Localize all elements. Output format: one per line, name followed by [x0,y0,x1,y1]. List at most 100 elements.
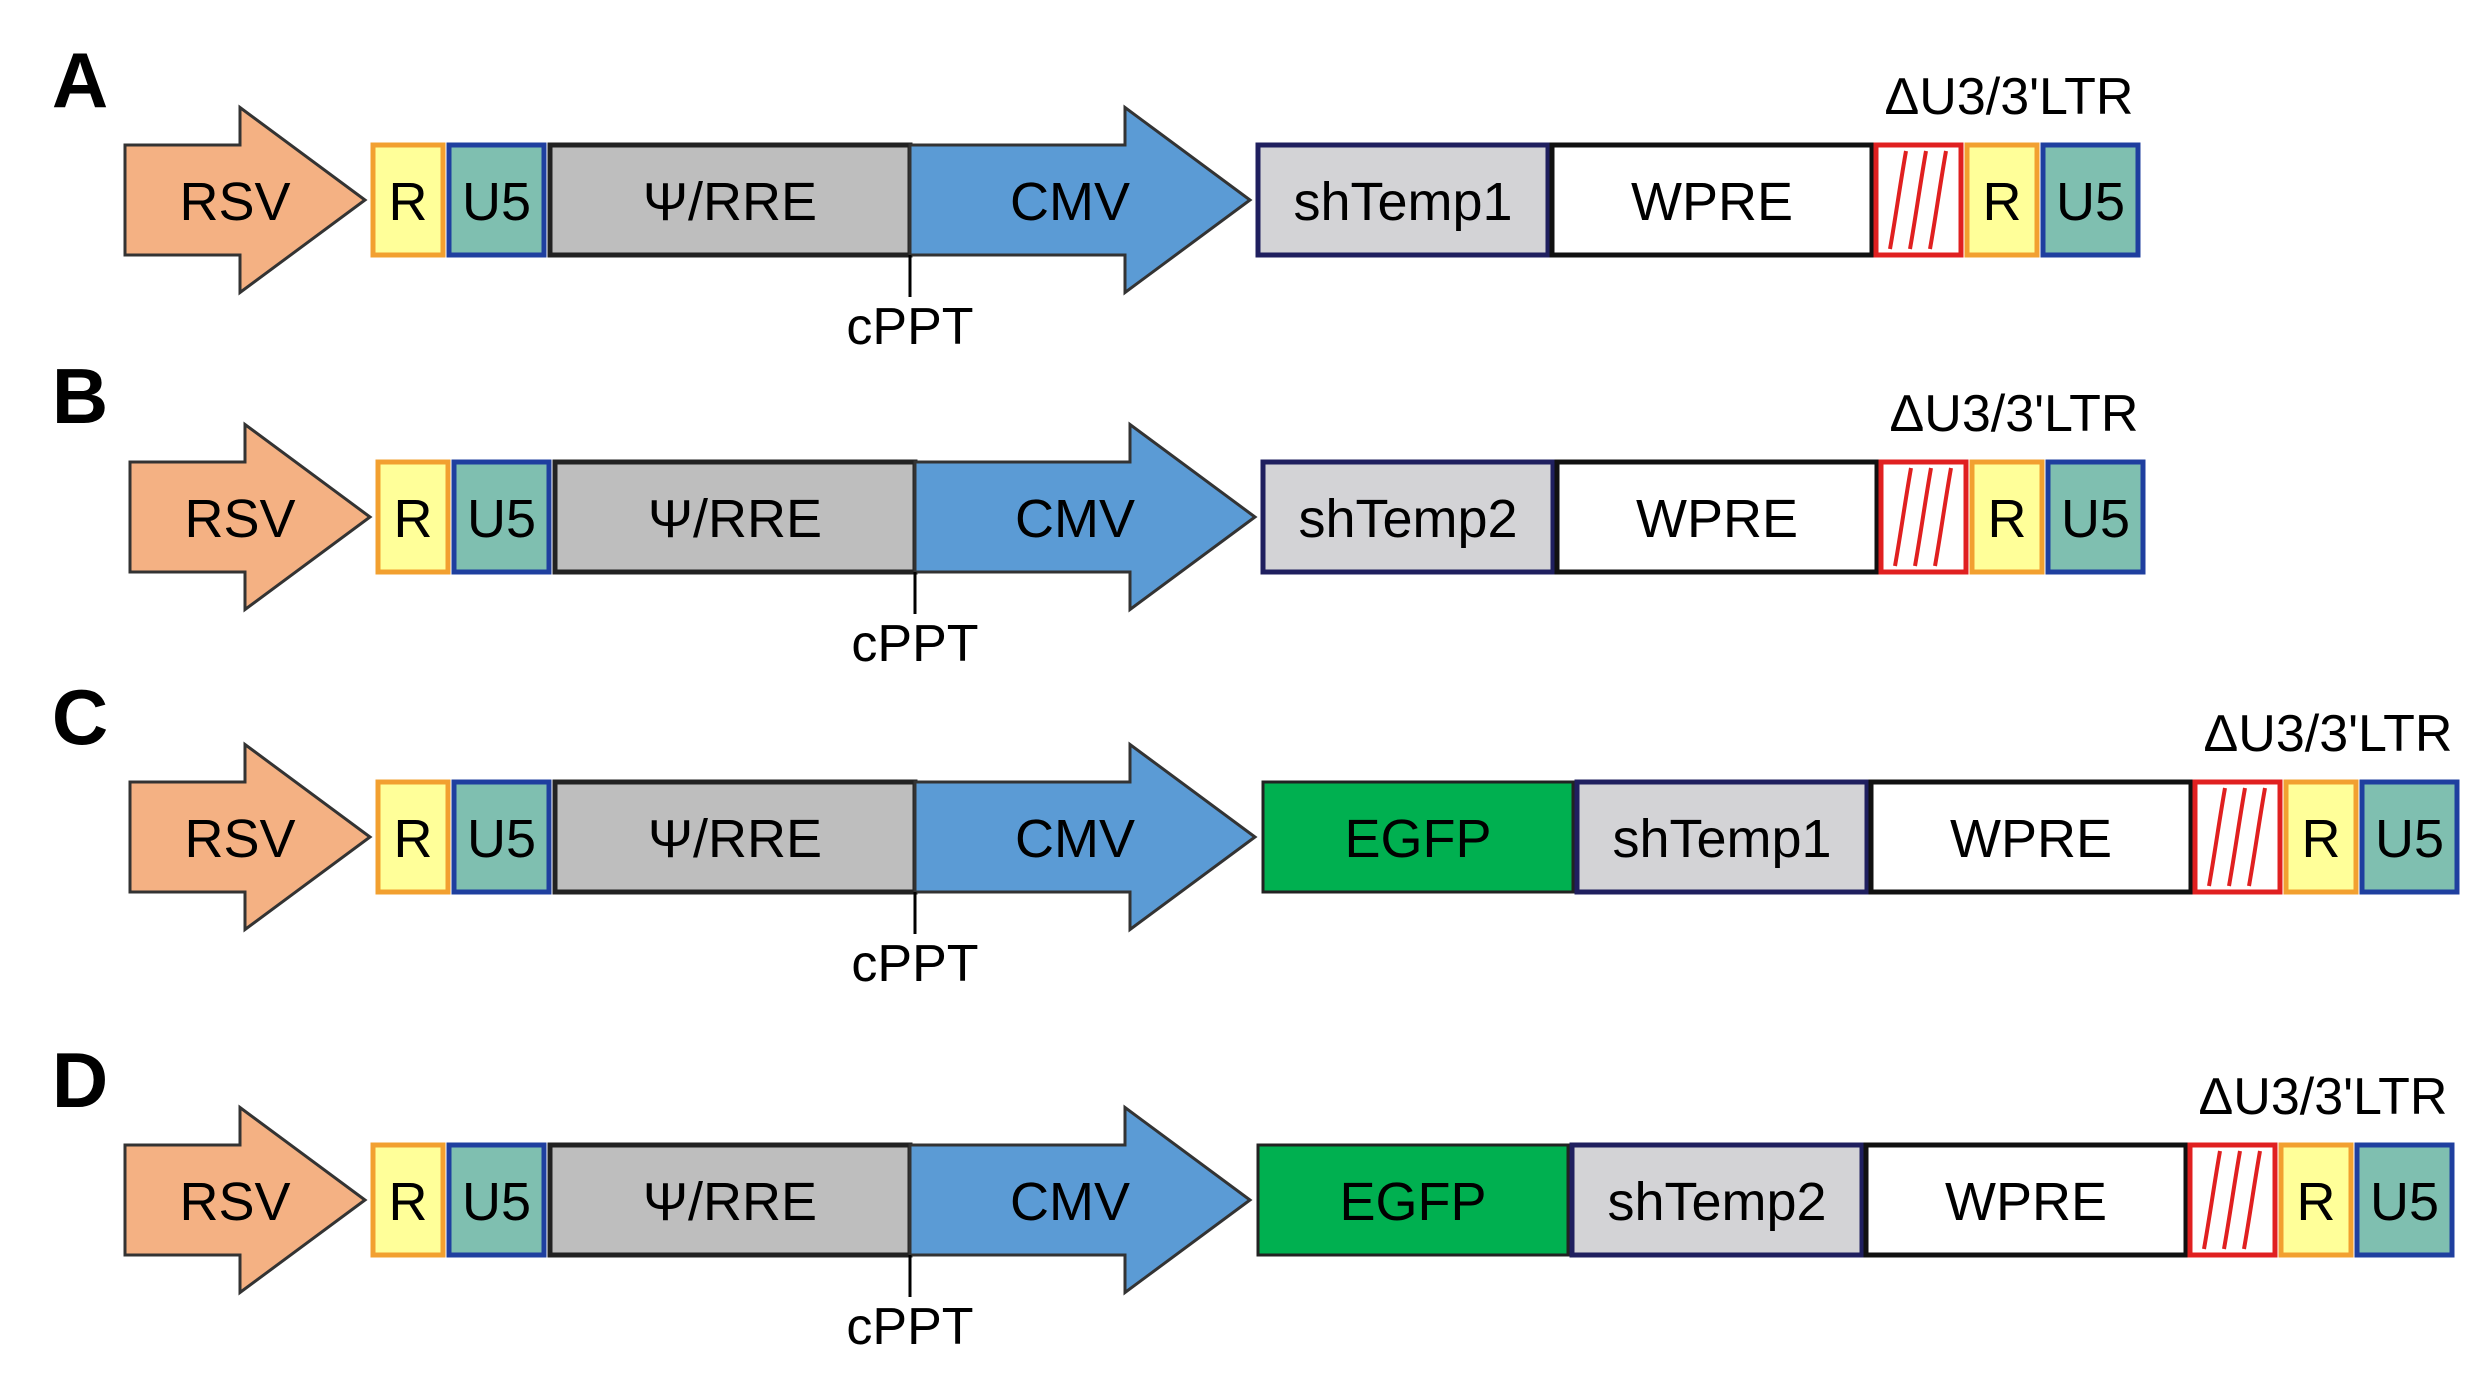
segment-rsv-arrow [123,1104,368,1296]
segment-u5-box [446,1142,547,1258]
cppt-label: cPPT [851,935,978,993]
segment-psi-label: Ψ/RRE [648,489,822,549]
segment-r-label: R [394,809,433,869]
segment-r-label: R [2297,1172,2336,1232]
deletion-mark-icon [2247,787,2267,887]
segment-r-label: R [2302,809,2341,869]
segment-cmv-label: CMV [1010,1172,1130,1232]
segment-rsv-label: RSV [179,172,290,232]
segment-shtemp-box [1574,779,1870,895]
deletion-mark-icon [2242,1150,2262,1250]
deletion-mark-icon [1913,467,1933,567]
segment-cmv-arrow [908,104,1253,296]
segment-r-label: R [1983,172,2022,232]
segment-egfp-box [1256,1143,1570,1257]
segment-u5-label: U5 [2370,1172,2439,1232]
segment-shtemp-box [1260,459,1556,575]
segment-u5-label: U5 [462,172,531,232]
ltr-label: ΔU3/3'LTR [2204,705,2453,763]
construct-d: D RSV R U5 Ψ/RRE CMV EGFP shTemp2 WPRE R U5 cPPT ΔU3… [52,1036,2455,1356]
segment-psi-label: Ψ/RRE [643,172,817,232]
segment-r-box [2278,1142,2354,1258]
segment-psi-label: Ψ/RRE [643,1172,817,1232]
segment-wpre-label: WPRE [1950,809,2112,869]
segment-wpre-box [1554,459,1880,575]
segment-r-label: R [389,1172,428,1232]
segment-u5-box [2045,459,2146,575]
deletion-mark-icon [1933,467,1953,567]
segment-cmv-label: CMV [1015,809,1135,869]
deletion-mark-icon [2222,1150,2242,1250]
panel-label: B [52,352,108,440]
segment-r-box [2283,779,2359,895]
segment-rsv-arrow [123,104,368,296]
segment-egfp-label: EGFP [1344,809,1491,869]
deletion-mark-icon [2227,787,2247,887]
segment-egfp-label: EGFP [1339,1172,1486,1232]
segment-cmv-label: CMV [1010,172,1130,232]
segment-u5-label: U5 [467,809,536,869]
construct-b: B RSV R U5 Ψ/RRE CMV shTemp2 WPRE R U5 cPPT ΔU3/3'L… [52,352,2146,673]
segment-wpre-box [1549,142,1875,258]
segment-rsv-arrow [128,741,373,933]
segment-u5-label: U5 [2056,172,2125,232]
segment-rsv-label: RSV [184,489,295,549]
segment-u5-label: U5 [2061,489,2130,549]
segment-r-box [370,142,446,258]
construct-c: C RSV R U5 Ψ/RRE CMV EGFP shTemp1 WPRE R U5 cPPT ΔU3… [52,673,2460,993]
segment-cmv-label: CMV [1015,489,1135,549]
segment-psi-label: Ψ/RRE [648,809,822,869]
segment-wpre-label: WPRE [1631,172,1793,232]
deletion-mark-icon [1888,150,1908,250]
cppt-label: cPPT [846,1298,973,1356]
ltr-label: ΔU3/3'LTR [2199,1068,2448,1126]
segment-r-label: R [394,489,433,549]
segment-psi-box [552,779,918,895]
segment-wpre-label: WPRE [1636,489,1798,549]
deletion-mark-icon [2207,787,2227,887]
segment-u5-box [2359,779,2460,895]
panel-label: D [52,1036,108,1124]
deletion-mark-icon [1893,467,1913,567]
construct-a: A RSV R U5 Ψ/RRE CMV shTemp1 WPRE R U5 cPPT ΔU3/3'L… [52,36,2141,356]
segment-rsv-label: RSV [179,1172,290,1232]
cppt-label: cPPT [846,298,973,356]
cppt-label: cPPT [851,615,978,673]
panel-label: A [52,36,108,124]
segment-wpre-label: WPRE [1945,1172,2107,1232]
deletion-mark-icon [2202,1150,2222,1250]
segment-u5-box [2354,1142,2455,1258]
segment-rsv-arrow [128,421,373,613]
segment-shtemp-label: shTemp1 [1612,809,1831,869]
segment-u5-label: U5 [467,489,536,549]
panel-label: C [52,673,108,761]
deletion-mark-icon [1908,150,1928,250]
segment-shtemp-label: shTemp2 [1298,489,1517,549]
ltr-label: ΔU3/3'LTR [1890,385,2139,443]
segment-cmv-arrow [913,741,1258,933]
segment-wpre-box [1868,779,2194,895]
segment-u5-label: U5 [2375,809,2444,869]
deletion-mark-icon [1928,150,1948,250]
segment-r-label: R [1988,489,2027,549]
segment-rsv-label: RSV [184,809,295,869]
segment-u5-box [2040,142,2141,258]
segment-r-label: R [389,172,428,232]
segment-shtemp-label: shTemp2 [1607,1172,1826,1232]
segment-shtemp-label: shTemp1 [1293,172,1512,232]
segment-cmv-arrow [913,421,1258,613]
ltr-label: ΔU3/3'LTR [1885,68,2134,126]
segment-shtemp-box [1255,142,1551,258]
segment-psi-box [547,142,913,258]
segment-u5-box [446,142,547,258]
segment-r-box [375,459,451,575]
segment-wpre-box [1863,1142,2189,1258]
segment-u5-label: U5 [462,1172,531,1232]
segment-r-box [1969,459,2045,575]
segment-u5-box [451,459,552,575]
segment-egfp-box [1261,780,1575,894]
segment-r-box [375,779,451,895]
segment-r-box [1964,142,2040,258]
segment-u5-box [451,779,552,895]
